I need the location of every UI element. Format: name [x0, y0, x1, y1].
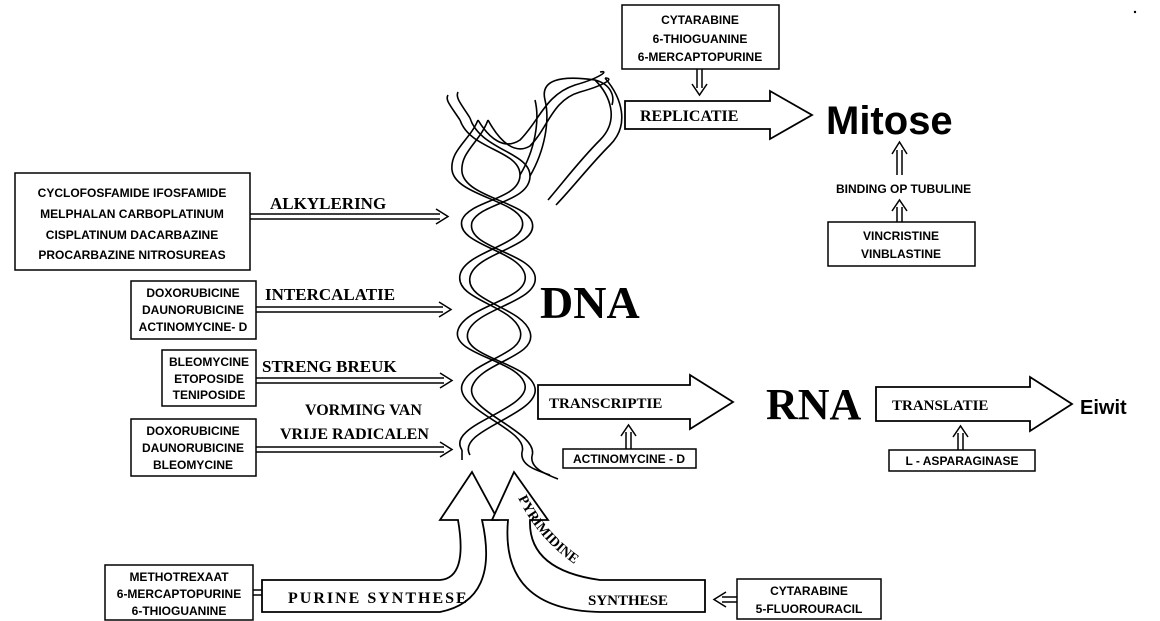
inhibition-arrows — [250, 69, 968, 607]
drug-label: PROCARBAZINE NITROSUREAS — [38, 248, 225, 262]
drug-label: VINBLASTINE — [861, 247, 941, 261]
drug-label: 5-FLUOROURACIL — [756, 602, 863, 616]
drug-label: CYCLOFOSFAMIDE IFOSFAMIDE — [38, 186, 227, 200]
transcription-label: TRANSCRIPTIE — [549, 396, 662, 412]
free-radicals-label-1: VORMING VAN — [305, 402, 422, 419]
drug-label: VINCRISTINE — [863, 229, 939, 243]
intercalation-label: INTERCALATIE — [265, 285, 395, 304]
drug-label: ACTINOMYCINE - D — [573, 452, 685, 466]
free-radical-drug-box: DOXORUBICINE DAUNORUBICINE BLEOMYCINE — [131, 419, 256, 476]
drug-label: MELPHALAN CARBOPLATINUM — [40, 207, 224, 221]
drug-label: ETOPOSIDE — [174, 372, 244, 386]
drug-label: METHOTREXAAT — [129, 570, 229, 584]
mitosis-label: Mitose — [826, 99, 953, 143]
drug-label: DAUNORUBICINE — [142, 303, 244, 317]
transcription-drug-arrow — [621, 425, 636, 449]
drug-label: 6-MERCAPTOPURINE — [638, 50, 762, 64]
rna-label: RNA — [766, 380, 862, 429]
drug-label: BLEOMYCINE — [169, 355, 249, 369]
translation-label: TRANSLATIE — [892, 398, 988, 414]
alkylating-drug-box: CYCLOFOSFAMIDE IFOSFAMIDE MELPHALAN CARB… — [15, 173, 250, 270]
free-radicals-label-2: VRIJE RADICALEN — [280, 426, 429, 443]
drug-label: CYTARABINE — [661, 13, 739, 27]
drug-label: TENIPOSIDE — [173, 388, 246, 402]
drug-label: CISPLATINUM DACARBAZINE — [46, 228, 218, 242]
drug-label: DAUNORUBICINE — [142, 441, 244, 455]
drug-label: 6-THIOGUANINE — [132, 604, 227, 618]
tubulin-arrow-lower — [892, 200, 907, 222]
tubulin-binding-label: BINDING OP TUBULINE — [836, 182, 971, 196]
drug-label: 6-MERCAPTOPURINE — [117, 587, 241, 601]
speck — [1134, 11, 1136, 13]
replication-label: REPLICATIE — [640, 108, 738, 125]
drug-label: 6-THIOGUANINE — [653, 32, 748, 46]
drug-label: ACTINOMYCINE- D — [139, 320, 248, 334]
drug-label: BLEOMYCINE — [153, 458, 233, 472]
replication-drug-arrow — [692, 69, 707, 95]
protein-label: Eiwit — [1080, 397, 1127, 419]
purine-drug-box: METHOTREXAAT 6-MERCAPTOPURINE 6-THIOGUAN… — [105, 565, 253, 620]
replication-drug-box: CYTARABINE 6-THIOGUANINE 6-MERCAPTOPURIN… — [622, 5, 779, 69]
intercalation-arrow — [256, 302, 451, 317]
strand-break-drug-box: BLEOMYCINE ETOPOSIDE TENIPOSIDE — [162, 350, 256, 406]
drug-label: DOXORUBICINE — [146, 424, 239, 438]
tubulin-arrow-upper — [892, 142, 907, 175]
process-arrows — [262, 91, 1072, 612]
drug-label: DOXORUBICINE — [146, 286, 239, 300]
free-radical-arrow — [256, 442, 452, 457]
transcription-drug-box: ACTINOMYCINE - D — [563, 449, 696, 468]
translation-drug-arrow — [953, 426, 968, 450]
pyrimidine-synthesis-arrow — [492, 472, 705, 612]
strand-break-label: STRENG BREUK — [262, 357, 397, 376]
translation-drug-box: L - ASPARAGINASE — [889, 450, 1035, 471]
pyrimidine-drug-box: CYTARABINE 5-FLUOROURACIL — [737, 579, 881, 619]
intercalation-drug-box: DOXORUBICINE DAUNORUBICINE ACTINOMYCINE-… — [131, 281, 256, 339]
process-labels: REPLICATIE ALKYLERING INTERCALATIE STREN… — [262, 108, 988, 609]
drug-label: CYTARABINE — [770, 584, 848, 598]
drug-label: L - ASPARAGINASE — [905, 454, 1018, 468]
dna-label: DNA — [540, 277, 640, 328]
purine-synthesis-label: PURINE SYNTHESE — [288, 590, 469, 607]
pyrimidine-drug-arrow — [714, 592, 737, 607]
alkylation-label: ALKYLERING — [270, 194, 386, 213]
tubulin-drug-box: VINCRISTINE VINBLASTINE — [828, 222, 975, 266]
pyrimidine-synthesis-label: SYNTHESE — [588, 593, 668, 609]
